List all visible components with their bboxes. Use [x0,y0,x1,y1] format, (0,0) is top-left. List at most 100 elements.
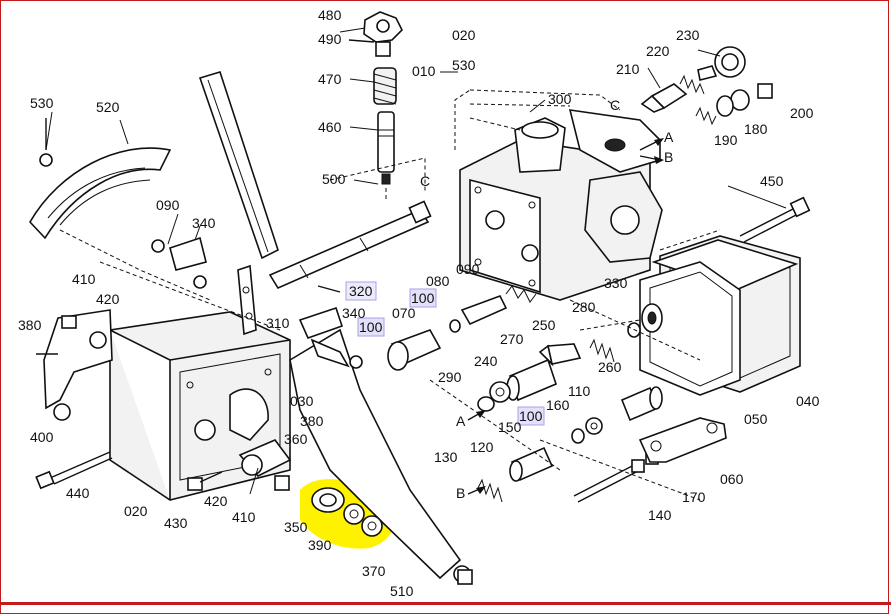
label-400: 400 [30,429,54,445]
label-090b: 090 [456,261,480,277]
spring-130 [477,478,503,503]
label-070: 070 [392,305,416,321]
label-480: 480 [318,7,342,23]
label-390: 390 [308,537,332,553]
bushing-390 [343,503,383,537]
lever-rod [198,71,279,260]
bolt-440 [35,451,113,490]
plug-230 [697,46,746,81]
label-410a: 410 [72,271,96,287]
port-arrows [467,138,664,495]
washer-240 [489,381,511,403]
label-280: 280 [572,299,596,315]
label-a-low: A [456,413,466,429]
assembly-lines [59,89,721,501]
label-530: 530 [30,95,54,111]
label-180: 180 [744,121,768,137]
label-a-top: A [664,129,674,145]
spring-260 [589,338,615,363]
main-shaft [268,200,432,290]
screw-510 [457,569,473,585]
plunger-070 [387,319,461,371]
label-020a: 020 [452,27,476,43]
rod-140 [573,463,641,503]
label-190: 190 [714,132,738,148]
valve-110 [620,386,663,422]
label-530b: 530 [452,57,476,73]
label-240: 240 [474,353,498,369]
shaft-460 [377,111,395,200]
label-box-100b [357,317,385,337]
label-100c: 100 [519,408,543,424]
label-b-low: B [456,485,465,501]
spring-220 [679,74,705,95]
label-box-100c [517,406,545,426]
label-090a: 090 [156,197,180,213]
spring-470 [373,67,397,105]
label-300: 300 [548,91,572,107]
label-380b: 380 [300,413,324,429]
label-410b: 410 [232,509,256,525]
oring-150 [571,428,585,444]
fitting-340a [151,236,207,289]
pin-320 [317,285,341,293]
label-340b: 340 [342,305,366,321]
label-290: 290 [438,369,462,385]
bottom-border [0,602,891,605]
sleeve-270 [506,358,557,402]
gasket-050 [639,261,741,396]
label-010: 010 [412,63,436,79]
bracket-410 [36,309,113,421]
label-340a: 340 [192,215,216,231]
label-260: 260 [598,359,622,375]
label-020: 020 [124,503,148,519]
label-c-mid: C [610,97,620,113]
piston-250 [538,343,582,367]
label-250: 250 [532,317,556,333]
label-430: 430 [164,515,188,531]
label-100a: 100 [411,290,435,306]
label-box-100a [409,288,437,308]
label-040: 040 [796,393,820,409]
oring-290 [477,396,495,412]
arm-060 [638,417,727,463]
label-420b: 420 [204,493,228,509]
label-box-320 [345,281,377,301]
link-310 [237,264,257,336]
label-450: 450 [760,173,784,189]
label-370: 370 [362,563,386,579]
label-100b: 100 [359,319,383,335]
label-440: 440 [66,485,90,501]
label-060: 060 [720,471,744,487]
label-360: 360 [284,431,308,447]
label-380a: 380 [18,317,42,333]
housing-main [459,109,663,301]
shaft-360 [238,439,292,491]
label-470: 470 [318,71,342,87]
label-520: 520 [96,99,120,115]
guard-plate-520 [29,118,172,240]
knob-assembly-480 [348,11,403,57]
label-200: 200 [790,105,814,121]
label-050: 050 [744,411,768,427]
label-210: 210 [616,61,640,77]
label-510: 510 [390,583,414,599]
label-310: 310 [266,315,290,331]
label-270: 270 [500,331,524,347]
valve-120 [509,446,554,482]
label-490: 490 [318,31,342,47]
label-c-top: C [420,173,430,189]
nut-160 [585,417,603,435]
part-labels: 480 490 470 460 500 C 020 010 530 300 C … [18,7,820,599]
label-350: 350 [284,519,308,535]
label-110: 110 [568,383,591,399]
bushing-350 [311,487,345,513]
valve-210 [640,83,688,113]
bolt-430 [187,471,223,491]
label-460: 460 [318,119,342,135]
label-500: 500 [322,171,346,187]
label-220: 220 [646,43,670,59]
label-130: 130 [434,449,458,465]
